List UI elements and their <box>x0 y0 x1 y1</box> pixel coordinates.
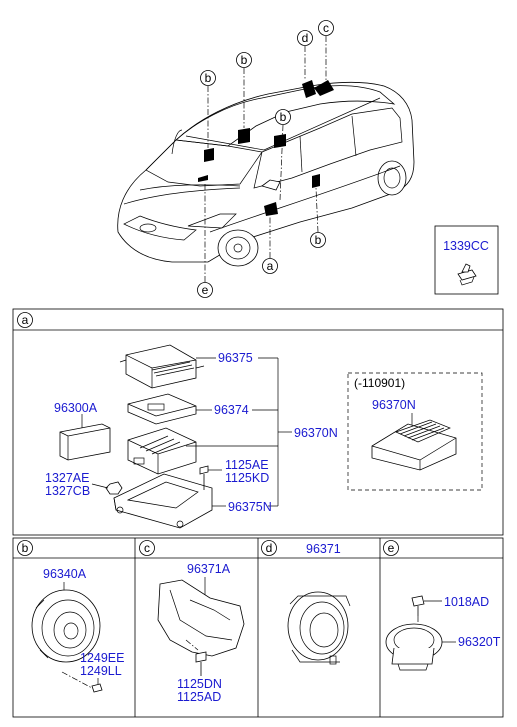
section-a-leaders <box>81 357 292 507</box>
car-illustration <box>117 80 415 267</box>
variant-note: (-110901) <box>354 376 405 390</box>
screw-e-label: 1018AD <box>444 595 489 609</box>
amp-board-part <box>127 393 197 425</box>
pad-part <box>59 423 111 461</box>
callout-b-4: b <box>310 232 326 248</box>
nut-label-2: 1327CB <box>45 484 90 498</box>
bracket-label: 96375N <box>228 500 272 514</box>
clip-box: 1339CC <box>434 225 499 295</box>
car-callouts: b b b b c d a e <box>197 20 334 298</box>
bolt-c-label-2: 1125AD <box>177 690 221 704</box>
screw-b-label-1: 1249EE <box>80 651 124 665</box>
callout-b-1: b <box>200 70 216 86</box>
amp-cover-part <box>119 344 205 389</box>
callout-c: c <box>318 20 334 36</box>
tweeter-label: 96320T <box>458 635 501 649</box>
callout-a: a <box>262 258 278 274</box>
svg-text:d: d <box>266 541 273 555</box>
variant-box: (-110901) 96370N <box>347 372 483 491</box>
svg-text:b: b <box>280 110 287 124</box>
svg-text:b: b <box>205 71 212 85</box>
section-d: d 96371 <box>261 540 351 665</box>
callout-b-2: b <box>236 52 252 68</box>
d-header-label: 96371 <box>306 542 341 556</box>
section-e: e 1018AD 96320T <box>383 540 501 671</box>
svg-text:b: b <box>22 541 29 555</box>
section-b: b 96340A 1249EE 1249LL <box>17 540 124 693</box>
svg-text:b: b <box>315 233 322 247</box>
variant-part-label: 96370N <box>372 398 416 412</box>
svg-text:c: c <box>144 541 150 555</box>
bottom-grid <box>12 537 504 718</box>
callout-e: e <box>197 282 213 298</box>
clip-part-label: 1339CC <box>443 239 489 253</box>
bracket-part <box>113 473 213 529</box>
amp-board-label: 96374 <box>214 403 249 417</box>
woofer-part <box>31 589 101 663</box>
callout-b-3: b <box>275 109 291 125</box>
svg-text:e: e <box>202 283 209 297</box>
nut-label-1: 1327AE <box>45 471 89 485</box>
pad-label: 96300A <box>54 401 98 415</box>
bracket-c-part <box>157 579 245 657</box>
screw-label-2: 1125KD <box>225 471 269 485</box>
callout-d: d <box>297 30 313 46</box>
svg-text:b: b <box>241 53 248 67</box>
amp-module-part <box>127 427 197 475</box>
section-a: a <box>12 308 504 536</box>
bracket-c-label: 96371A <box>187 562 231 576</box>
amp-assy-label: 96370N <box>294 426 338 440</box>
screw-b-part <box>91 683 103 693</box>
tweeter-part <box>385 623 443 671</box>
speaker-label: 96340A <box>43 567 87 581</box>
section-a-letter: a <box>22 313 29 327</box>
svg-text:d: d <box>302 31 309 45</box>
screw-b-label-2: 1249LL <box>80 664 122 678</box>
svg-text:c: c <box>323 21 329 35</box>
bolt-c-label-1: 1125DN <box>177 677 222 691</box>
screw-e-part <box>411 595 425 607</box>
amp-cover-label: 96375 <box>218 351 253 365</box>
speaker-d-part <box>287 591 351 665</box>
screw-label-1: 1125AE <box>225 458 269 472</box>
leader-lines <box>204 36 327 282</box>
section-c: c 96371A 1125DN 1125AD <box>139 540 245 704</box>
screw-part <box>199 465 209 490</box>
svg-text:a: a <box>267 259 274 273</box>
bolt-c-part <box>195 651 207 663</box>
nut-part <box>105 481 123 495</box>
svg-text:e: e <box>388 541 395 555</box>
